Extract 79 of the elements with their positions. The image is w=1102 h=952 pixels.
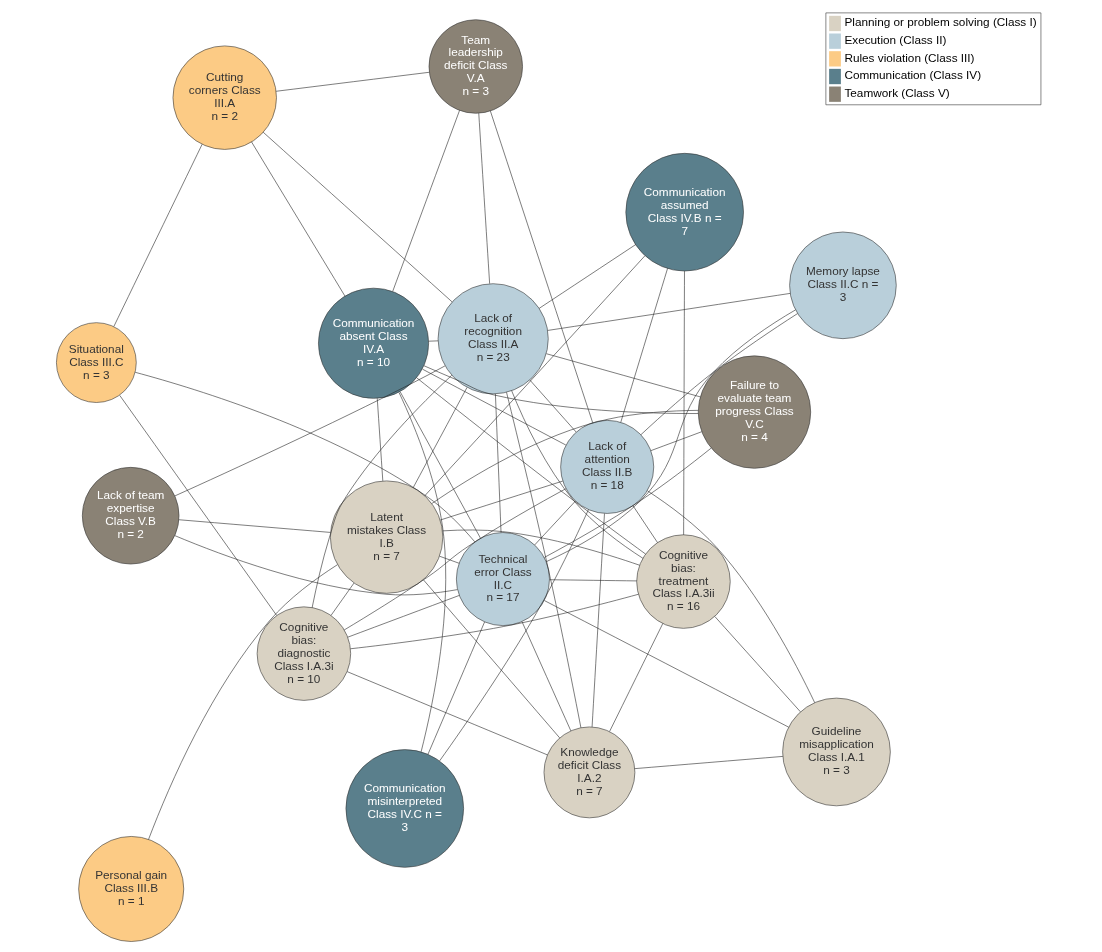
- node-circle: Failure to evaluate team progress Class V.C n = 4: [697, 355, 811, 469]
- connector: [431, 410, 699, 504]
- connector: [423, 579, 561, 739]
- connector: [311, 374, 453, 608]
- connector: [632, 505, 658, 543]
- node-circle: Technical error Class II.C n = 17: [456, 532, 550, 626]
- connector: [262, 131, 453, 303]
- connector: [634, 756, 784, 769]
- connector: [529, 379, 577, 433]
- connector: [330, 582, 355, 616]
- connector: [544, 447, 712, 558]
- node-circle: Memory lapse Class II.C n = 3: [789, 231, 897, 339]
- connector: [591, 513, 605, 728]
- connector: [134, 372, 476, 543]
- connector: [511, 390, 644, 559]
- node-circle: Lack of recognition Class II.A n = 23: [437, 283, 549, 395]
- connector: [412, 387, 468, 488]
- node-circle: Situational Class III.C n = 3: [56, 322, 137, 403]
- connector: [427, 621, 485, 755]
- node-circle: Guideline misapplication Class I.A.1 n = 3: [782, 697, 891, 807]
- connector: [495, 393, 502, 533]
- connector: [251, 141, 346, 297]
- node-circle: Personal gain Class III.B n = 1: [78, 836, 185, 942]
- node-circle: Cognitive bias: treatment Class I.A.3ii n = 16: [636, 534, 731, 629]
- connector: [442, 529, 640, 566]
- connector: [347, 595, 460, 638]
- connector: [534, 500, 576, 546]
- connector: [506, 391, 582, 728]
- connector: [424, 255, 646, 496]
- connector: [439, 509, 589, 762]
- connector: [620, 268, 668, 423]
- connector: [490, 110, 593, 423]
- connector: [174, 365, 446, 497]
- connector: [544, 600, 789, 728]
- connector: [343, 488, 567, 631]
- connector: [545, 309, 796, 562]
- connector: [521, 621, 572, 732]
- legend-label: Execution (Class II): [844, 33, 947, 47]
- node-circle: Latent mistakes Class I.B n = 7: [330, 480, 444, 594]
- connector: [650, 431, 702, 451]
- connector: [148, 564, 338, 840]
- node-circle: Lack of attention Class II.B n = 18: [560, 420, 655, 514]
- connector: [428, 340, 439, 342]
- node-circle: Communication absent Class IV.A n = 10: [318, 287, 429, 399]
- node-circle: Communication misinterpreted Class IV.C n = 3: [345, 749, 464, 868]
- connector: [422, 368, 567, 446]
- connector: [640, 313, 798, 435]
- connector: [275, 71, 430, 92]
- legend-label: Teamwork (Class V): [844, 86, 950, 100]
- connector: [549, 579, 638, 582]
- connector: [439, 480, 564, 521]
- connector: [423, 365, 699, 414]
- node-circle: Communication assumed Class IV.B n = 7: [625, 153, 744, 272]
- connector: [478, 112, 490, 284]
- node-circle: Lack of team expertise Class V.B n = 2: [82, 467, 180, 565]
- connector: [416, 377, 646, 555]
- connector: [398, 392, 447, 753]
- connector: [376, 398, 384, 482]
- legend-label: Planning or problem solving (Class I): [844, 15, 1037, 29]
- connector: [178, 519, 331, 533]
- connector: [119, 395, 277, 616]
- node-circle: Cutting corners Class III.A n = 2: [172, 45, 277, 150]
- node-circle: Cognitive bias: diagnostic Class I.A.3i n = 10: [256, 606, 351, 701]
- connector: [346, 671, 548, 756]
- legend-label: Communication (Class IV): [844, 68, 982, 82]
- connector: [683, 270, 685, 536]
- connector: [547, 293, 791, 331]
- node-circle: Knowledge deficit Class I.A.2 n = 7: [543, 726, 636, 819]
- connector: [538, 244, 636, 309]
- connector: [399, 391, 481, 539]
- legend-label: Rules violation (Class III): [844, 50, 975, 64]
- connector: [174, 535, 458, 596]
- connector: [439, 555, 460, 564]
- connector: [392, 110, 460, 292]
- connector: [647, 490, 816, 703]
- connector: [546, 353, 701, 398]
- connector: [609, 623, 664, 732]
- node-circle: Team leadership deficit Class V.A n = 3: [428, 19, 523, 114]
- connector: [350, 594, 639, 650]
